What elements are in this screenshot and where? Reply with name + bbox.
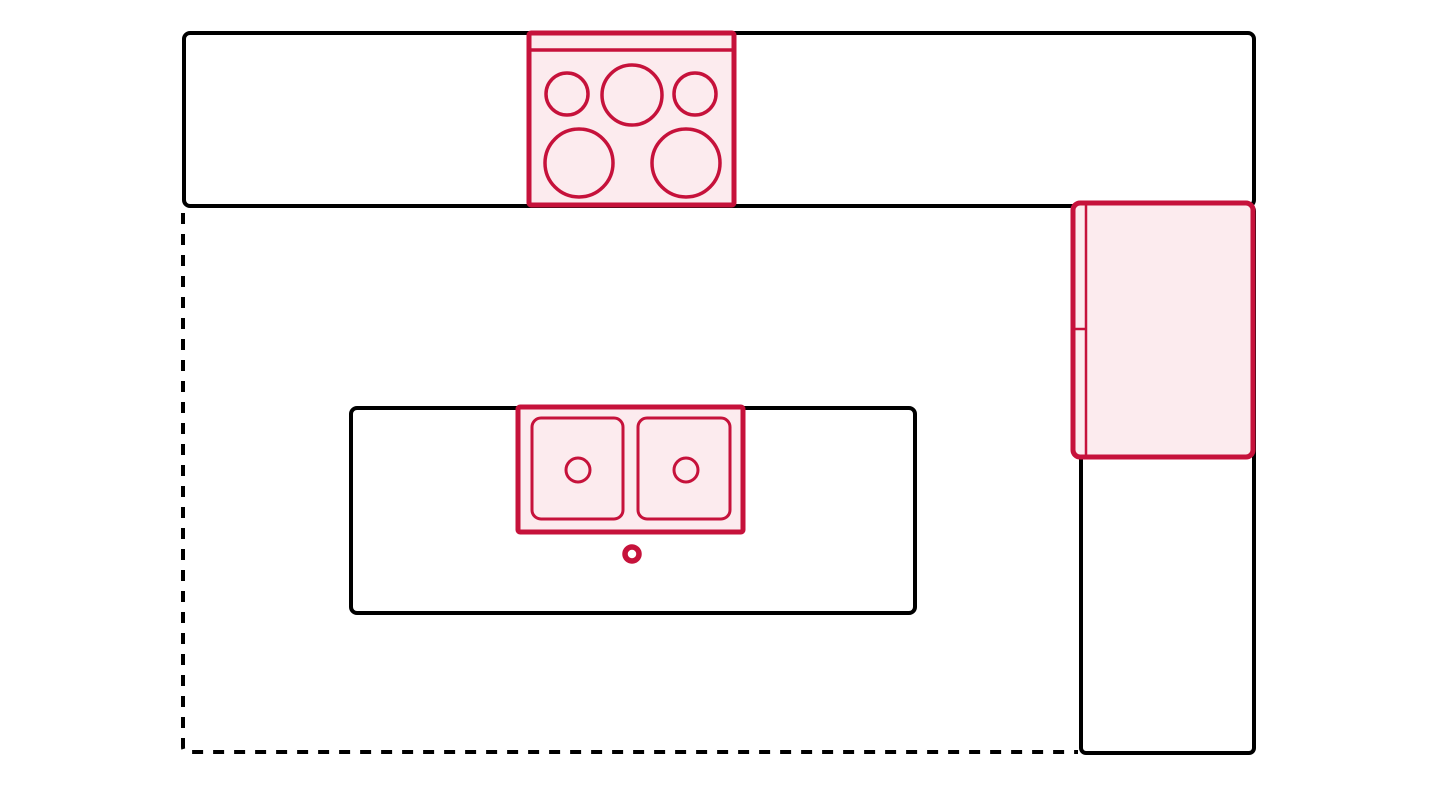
room-boundary-dashed-line xyxy=(181,213,1078,754)
sink[interactable] xyxy=(515,404,746,564)
cooktop-body[interactable] xyxy=(526,30,737,208)
sink-body[interactable] xyxy=(515,404,746,535)
sink-drain-right-icon[interactable] xyxy=(672,456,700,484)
sink-faucet-icon[interactable] xyxy=(622,544,642,564)
sink-basin-right[interactable] xyxy=(636,416,732,521)
refrigerator[interactable] xyxy=(1070,200,1256,460)
burner-large-right-icon[interactable] xyxy=(650,127,722,199)
burner-small-left-icon[interactable] xyxy=(544,71,590,117)
burner-small-right-icon[interactable] xyxy=(672,71,718,117)
refrigerator-body[interactable] xyxy=(1070,200,1256,460)
sink-basin-left[interactable] xyxy=(530,416,625,521)
cooktop[interactable] xyxy=(526,30,737,208)
room-boundary xyxy=(181,213,1078,754)
burner-medium-center-icon[interactable] xyxy=(600,63,664,127)
sink-drain-left-icon[interactable] xyxy=(564,456,592,484)
burner-large-left-icon[interactable] xyxy=(543,127,615,199)
